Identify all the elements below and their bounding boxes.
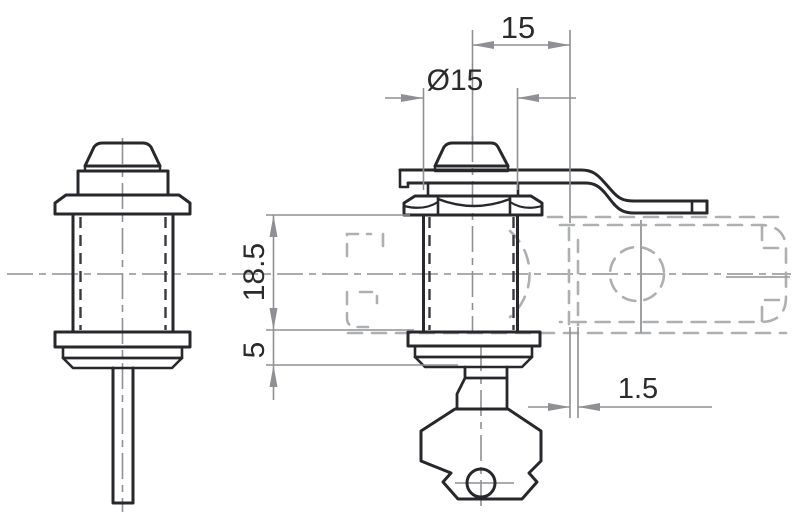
dim-label-cam-offset: 15 xyxy=(501,10,535,45)
side-chamfer xyxy=(61,356,184,370)
side-key-stem xyxy=(111,366,135,505)
phantom-cam-outline xyxy=(558,223,788,324)
nut-outline xyxy=(402,194,544,217)
side-dome xyxy=(83,141,162,168)
phantom-fragment-upper-left xyxy=(345,232,373,258)
front-chamfer xyxy=(413,355,534,369)
front-dome xyxy=(433,141,510,168)
side-nut xyxy=(53,193,192,216)
nut-face-arc-right xyxy=(508,200,544,209)
arrow-15-right xyxy=(548,41,570,49)
cam-upper-edge xyxy=(398,168,709,203)
hidden-lines xyxy=(79,217,515,330)
cam-lever xyxy=(398,168,709,215)
nut-face-arc-left xyxy=(402,200,440,209)
arrow-d15-left xyxy=(401,94,424,102)
phantom-fragment-lower-left xyxy=(345,290,370,329)
phantom-cam-hole xyxy=(608,245,666,303)
cam-lower-edge xyxy=(406,181,709,215)
phantom-cam-positions xyxy=(345,215,790,335)
dimension-arrows xyxy=(269,41,600,411)
dim-label-flange-height: 5 xyxy=(238,342,271,359)
dim-label-cam-thickness: 1.5 xyxy=(618,373,658,405)
key xyxy=(419,365,543,501)
dim-label-diameter: Ø15 xyxy=(427,64,484,97)
phantom-cam-tip-upper xyxy=(760,224,788,250)
nut-face-arc xyxy=(436,197,512,208)
front-step xyxy=(413,344,534,359)
arrow-cam-right xyxy=(578,403,600,411)
phantom-fragment-lower-right xyxy=(358,290,379,305)
cam-left-tab xyxy=(398,168,410,189)
side-view xyxy=(53,141,192,505)
key-neck xyxy=(455,365,509,411)
key-hole xyxy=(465,467,497,499)
dim-label-body-length: 18.5 xyxy=(238,243,271,301)
dimension-labels: 15 Ø15 18.5 5 1.5 xyxy=(238,10,658,405)
hex-nut xyxy=(402,194,544,217)
arrow-cam-left xyxy=(548,403,570,411)
key-bow xyxy=(419,407,543,501)
arrow-185-top xyxy=(269,215,278,237)
arrow-185-bottom xyxy=(269,308,278,330)
arrow-15-left xyxy=(472,41,494,49)
arrow-5-bottom xyxy=(269,365,278,387)
arrow-d15-right xyxy=(517,94,539,102)
front-view xyxy=(398,141,709,501)
phantom-cam-tip-lower xyxy=(760,298,788,323)
centerlines xyxy=(7,136,791,512)
